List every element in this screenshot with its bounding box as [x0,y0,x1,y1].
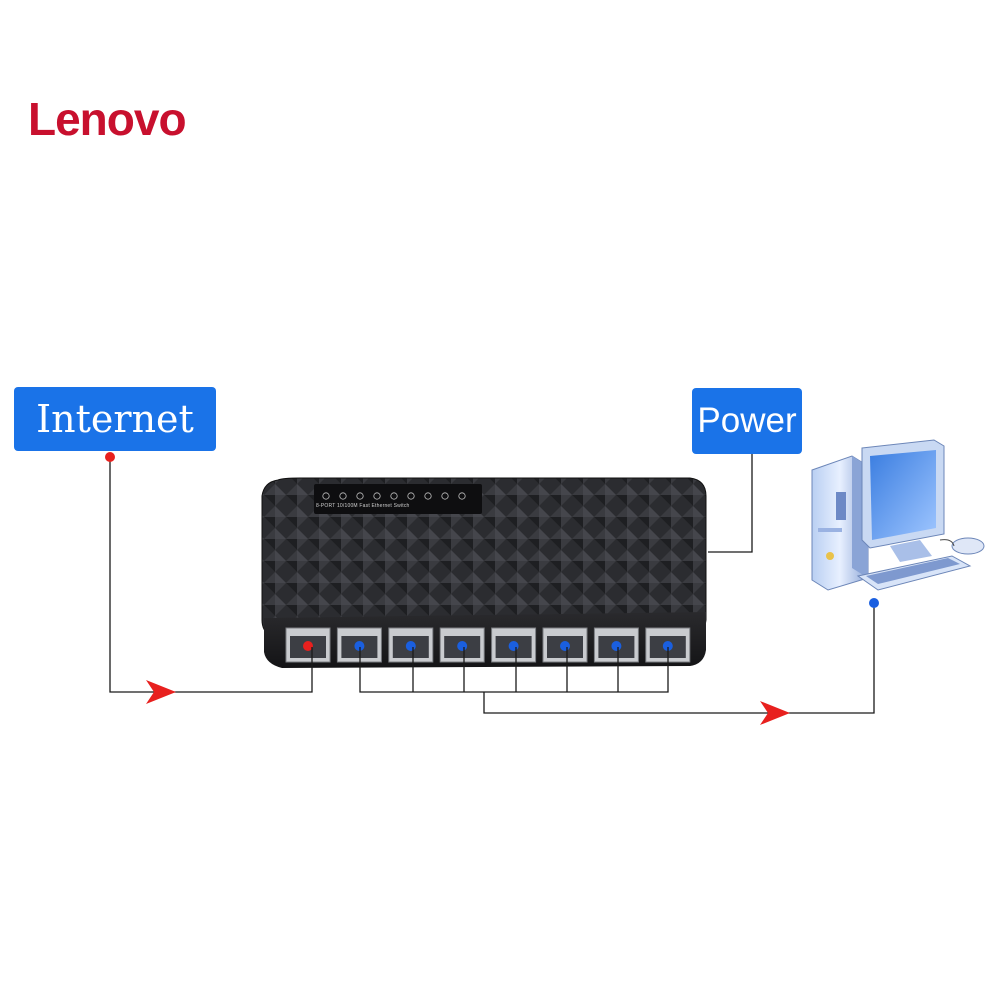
lan-port-dot [457,641,468,651]
uplink-port-dot [303,641,313,651]
status-led [322,492,330,500]
switch-led-panel [314,484,482,514]
internet-label: Internet [14,387,216,451]
ethernet-port [542,627,588,663]
brand-logo: Lenovo [28,93,187,145]
status-led [339,492,347,500]
ethernet-port [439,627,485,663]
connection-lines [109,452,875,714]
computer-endpoint-dot [869,598,879,608]
lan-port-dot [405,641,416,651]
status-led [356,492,364,500]
network-switch-icon [261,477,707,668]
status-led [373,492,381,500]
ethernet-port [491,627,537,663]
internet-endpoint-dot [105,452,115,462]
switch-model-text: 8-PORT 10/100M Fast Ethernet Switch [316,503,410,509]
lan-port-dot [662,641,673,651]
lan-port-dot [354,641,365,651]
power-label: Power [692,388,802,454]
switch-led-icons [322,492,466,500]
arrow-icon [760,701,790,725]
lan-port-dot [508,641,519,651]
status-led [407,492,415,500]
status-led [390,492,398,500]
ethernet-port [388,627,434,663]
arrow-icon [146,680,176,704]
status-led [458,492,466,500]
ethernet-port [593,627,639,663]
status-led [441,492,449,500]
status-led [424,492,432,500]
lan-port-dot [560,641,570,651]
desktop-computer-icon [811,439,985,591]
ethernet-port [285,627,331,663]
lan-port-dot [611,641,622,651]
